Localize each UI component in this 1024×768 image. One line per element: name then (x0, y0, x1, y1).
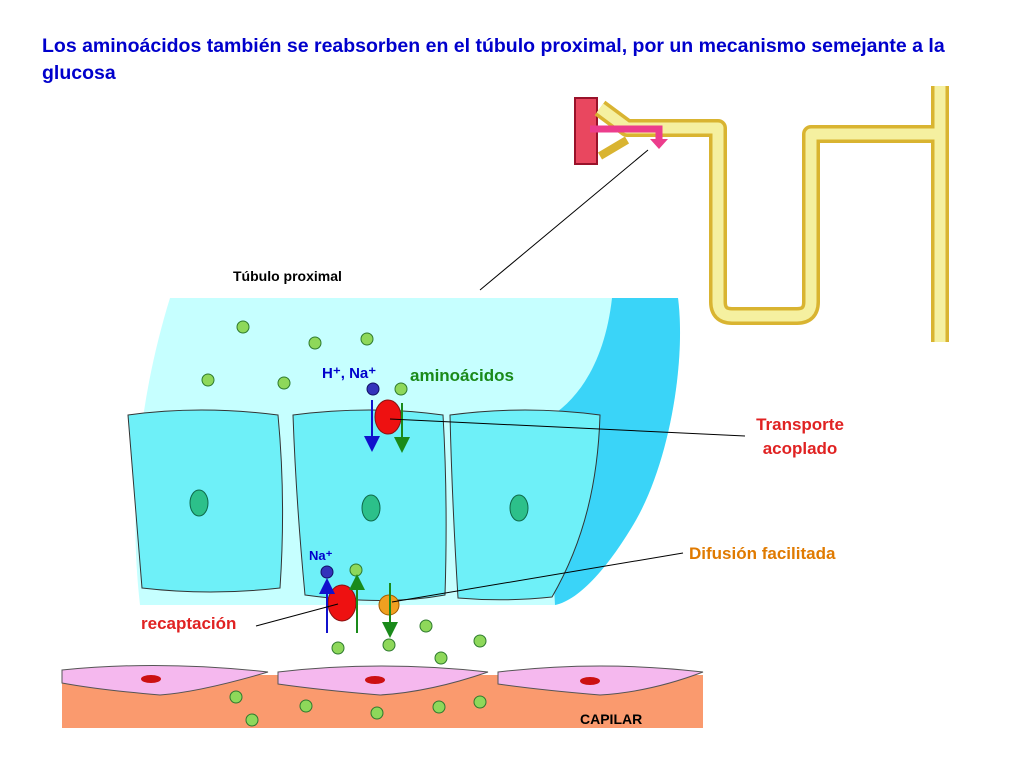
difusion-label: Difusión facilitada (689, 544, 836, 563)
amino-acid (432, 700, 446, 714)
transporte-pointer-line (389, 418, 746, 437)
endothelial-cell (61, 664, 269, 696)
endothelial-nucleus (365, 676, 385, 684)
amino-acid (360, 332, 374, 346)
capilar-label: CAPILAR (580, 711, 642, 727)
cell-nucleus (509, 494, 529, 522)
na-label: Na⁺ (309, 548, 333, 563)
amino-acid (419, 619, 433, 633)
slide-title: Los aminoácidos también se reabsorben en… (42, 35, 945, 84)
apical-cotransporter-group: H⁺, Na⁺ aminoácidos Transporte acoplado (322, 365, 844, 458)
tubulo-proximal-label: Túbulo proximal (233, 268, 342, 284)
amino-acid (473, 634, 487, 648)
amino-acid (349, 563, 363, 577)
nephron-icon (479, 86, 949, 342)
cell-nucleus (361, 494, 381, 522)
basolateral-transporters: Na⁺ Difusión facilitada recaptación (141, 544, 836, 638)
amino-acid (229, 690, 243, 704)
h-na-ion (366, 382, 380, 396)
nephron-tube (594, 86, 949, 342)
endothelial-nucleus (141, 675, 161, 683)
epithelial-cells (127, 409, 601, 601)
amino-acids-lumen (201, 320, 408, 396)
amino-acid (331, 641, 345, 655)
transporte-label-line2: acoplado (763, 439, 838, 458)
recaptacion-label: recaptación (141, 614, 236, 633)
amino-acid (201, 373, 215, 387)
na-ion (320, 565, 334, 579)
proximal-tubule-marker-arrow (590, 125, 668, 149)
amino-acid (394, 382, 408, 396)
amino-acid (299, 699, 313, 713)
amino-acid (245, 713, 259, 727)
amino-acid (236, 320, 250, 334)
amino-acid (370, 706, 384, 720)
cotransporter-protein (374, 399, 402, 435)
recapture-cotransporter (327, 584, 357, 622)
aminoacidos-label: aminoácidos (410, 366, 514, 385)
amino-acid (308, 336, 322, 350)
amino-acid (434, 651, 448, 665)
amino-acids-interstitium (229, 619, 487, 727)
amino-acid (277, 376, 291, 390)
capillary: CAPILAR (61, 664, 704, 728)
zoom-pointer-line (479, 149, 649, 291)
endothelial-cell (497, 665, 704, 696)
h-na-label: H⁺, Na⁺ (322, 365, 376, 382)
recaptacion-pointer-line (255, 603, 339, 627)
endothelial-nucleus (580, 677, 600, 685)
amino-acid (382, 638, 396, 652)
cell-nucleus (189, 489, 209, 517)
difusion-pointer-line (391, 552, 684, 603)
amino-acid (473, 695, 487, 709)
transporte-label-line1: Transporte (756, 415, 844, 434)
